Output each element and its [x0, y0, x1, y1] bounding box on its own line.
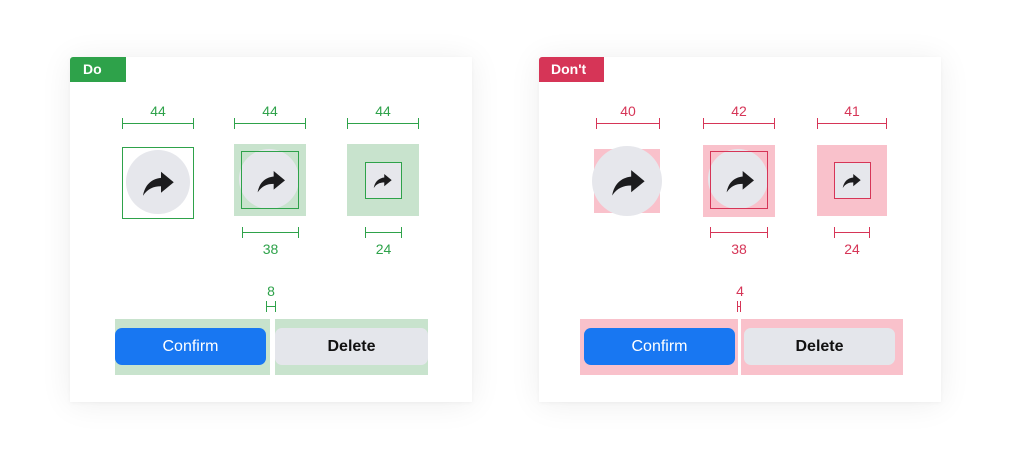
do-badge: Do	[70, 57, 126, 82]
dimension-tick	[596, 118, 597, 129]
dimension-tick	[737, 301, 738, 312]
dimension-tick	[193, 118, 194, 129]
dimension-line	[234, 123, 306, 124]
dimension-line	[834, 232, 870, 233]
dimension-tick	[347, 118, 348, 129]
spacing-label: 8	[267, 283, 275, 299]
share-arrow-icon	[724, 165, 756, 197]
dont-badge: Don't	[539, 57, 604, 82]
spacing-label: 4	[736, 283, 744, 299]
size-label: 42	[731, 103, 747, 119]
dimension-line	[596, 123, 660, 124]
dimension-line	[266, 306, 276, 307]
dimension-tick	[710, 227, 711, 238]
dimension-tick	[817, 118, 818, 129]
dimension-tick	[305, 118, 306, 129]
dimension-tick	[242, 227, 243, 238]
confirm-button[interactable]: Confirm	[584, 328, 735, 365]
dont-panel: Don't 40 42 41	[539, 57, 941, 402]
icon-outline	[241, 151, 299, 209]
dimension-line	[737, 306, 741, 307]
dimension-tick	[298, 227, 299, 238]
dimension-line	[347, 123, 419, 124]
dimension-tick	[767, 227, 768, 238]
dimension-tick	[275, 301, 276, 312]
size-label: 44	[262, 103, 278, 119]
dimension-line	[710, 232, 768, 233]
dimension-line	[242, 232, 299, 233]
share-arrow-icon	[372, 170, 393, 191]
dimension-line	[703, 123, 775, 124]
dimension-tick	[703, 118, 704, 129]
delete-button[interactable]: Delete	[744, 328, 895, 365]
inner-size-label: 38	[731, 241, 747, 257]
share-arrow-icon	[140, 165, 176, 201]
icon-outline	[710, 151, 768, 209]
dimension-tick	[886, 118, 887, 129]
dimension-line	[365, 232, 402, 233]
dimension-tick	[122, 118, 123, 129]
size-label: 40	[620, 103, 636, 119]
touch-target-outline	[122, 147, 194, 219]
dimension-tick	[774, 118, 775, 129]
dimension-tick	[401, 227, 402, 238]
dimension-tick	[659, 118, 660, 129]
size-label: 44	[375, 103, 391, 119]
size-label: 44	[150, 103, 166, 119]
dimension-line	[122, 123, 194, 124]
dimension-tick	[418, 118, 419, 129]
delete-button[interactable]: Delete	[275, 328, 428, 365]
share-arrow-icon	[841, 170, 862, 191]
share-arrow-icon	[609, 163, 647, 201]
dimension-line	[817, 123, 887, 124]
dimension-tick	[740, 301, 741, 312]
inner-size-label: 24	[375, 241, 392, 257]
dimension-tick	[266, 301, 267, 312]
inner-size-label: 24	[844, 241, 860, 257]
dimension-tick	[365, 227, 366, 238]
inner-size-label: 38	[262, 241, 279, 257]
confirm-button[interactable]: Confirm	[115, 328, 266, 365]
share-arrow-icon	[255, 165, 287, 197]
dimension-tick	[834, 227, 835, 238]
dimension-tick	[869, 227, 870, 238]
size-label: 41	[844, 103, 860, 119]
do-panel: Do 44 44 44	[70, 57, 472, 402]
dimension-tick	[234, 118, 235, 129]
